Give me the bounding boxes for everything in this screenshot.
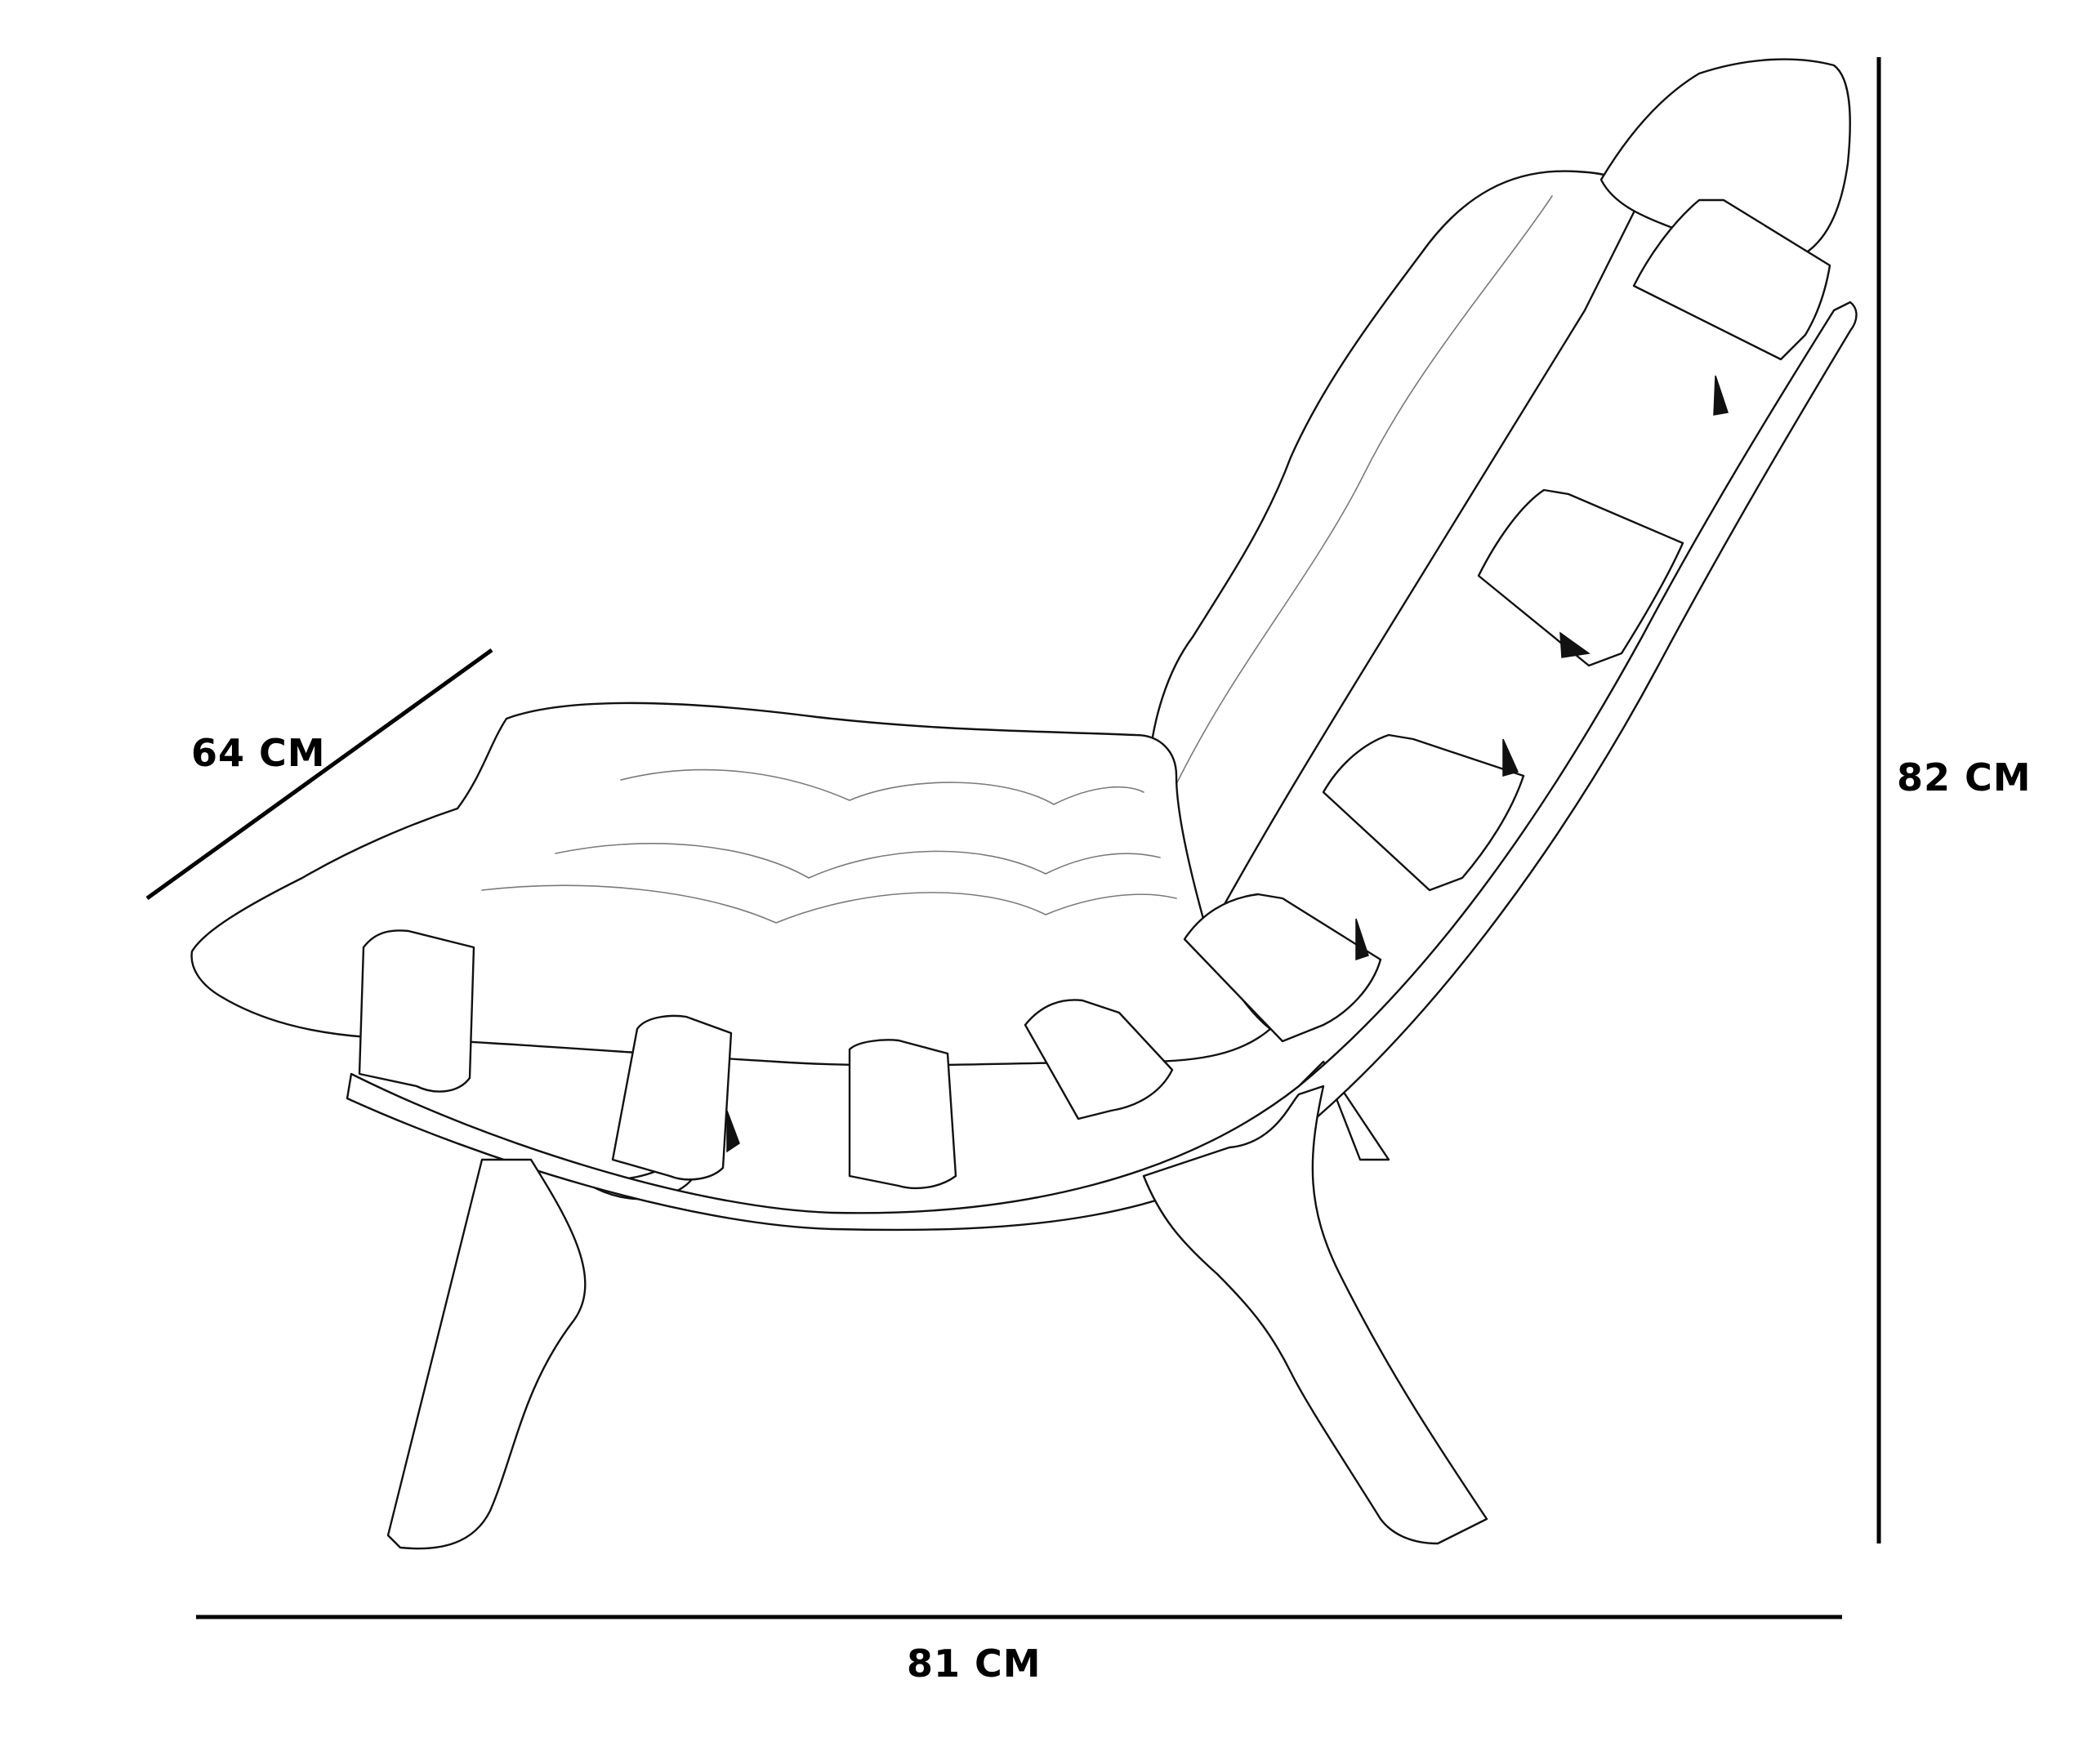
strap-1 [358, 929, 475, 1093]
strap-3 [848, 1039, 957, 1190]
seat-tuft-line-3 [481, 884, 1177, 924]
shadow-1 [726, 1110, 740, 1153]
straps [358, 198, 1831, 1190]
strap-2 [611, 1014, 733, 1181]
strap-4 [1024, 999, 1174, 1120]
frame-rail [346, 301, 1858, 1232]
back-cushion-seam [1176, 195, 1553, 785]
height-label: 82 CM [1897, 755, 2032, 800]
depth-label: 64 CM [191, 731, 326, 775]
depth-dimension-line [145, 648, 493, 901]
strap-7 [1477, 488, 1684, 667]
front-left-leg [386, 1158, 587, 1550]
strap-shadows [726, 375, 1729, 1153]
front-right-leg [1142, 1085, 1488, 1545]
shadow-3 [1502, 738, 1519, 777]
seat-tuft-line-1 [620, 768, 1144, 805]
width-label: 81 CM [907, 1642, 1042, 1686]
seat-tuft-line-2 [555, 843, 1161, 879]
strap-5 [1183, 893, 1382, 1043]
shadow-2 [1355, 918, 1369, 961]
shadow-5 [1713, 375, 1729, 416]
shadow-4 [1559, 631, 1590, 658]
strap-8 [1632, 198, 1831, 361]
strap-6 [1322, 733, 1525, 892]
